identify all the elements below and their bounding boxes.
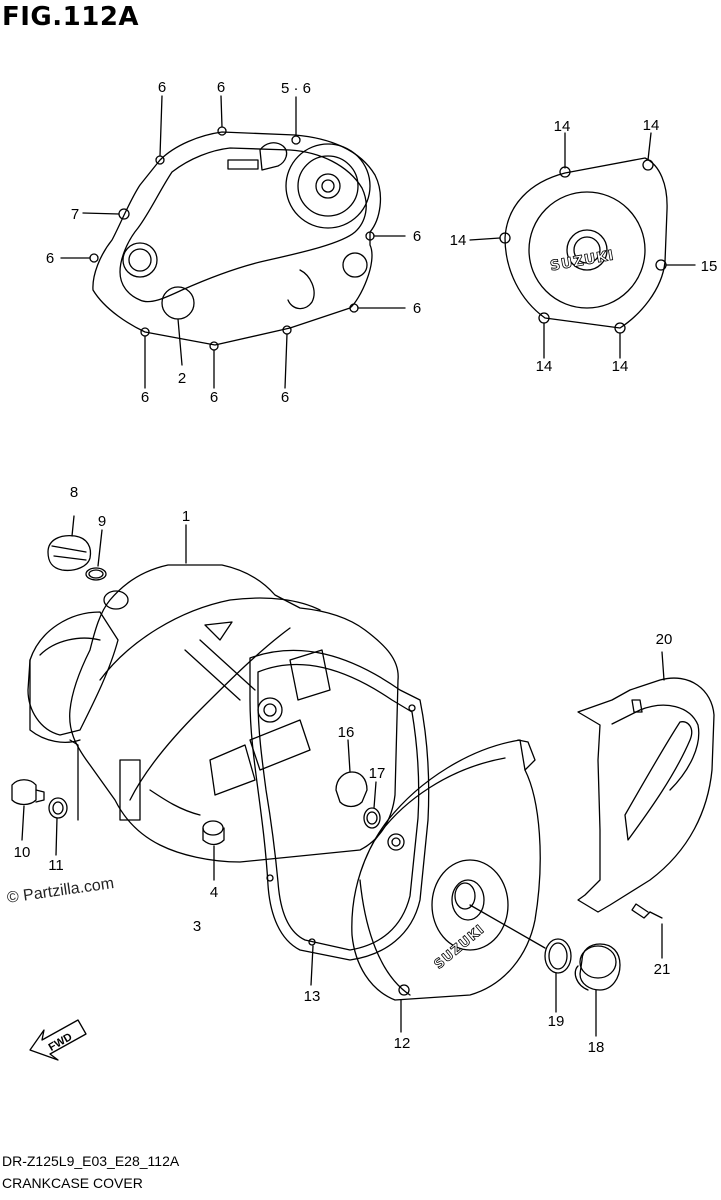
callout-10: 10 bbox=[14, 844, 31, 861]
figure-description: CRANKCASE COVER bbox=[2, 1175, 143, 1191]
suzuki-logo-mark: SUZUKI bbox=[549, 248, 616, 275]
callout-6: 6 bbox=[158, 79, 166, 96]
callout-6: 6 bbox=[281, 389, 289, 406]
callout-14: 14 bbox=[536, 358, 553, 375]
inspection-plug bbox=[544, 938, 621, 1037]
callout-9: 9 bbox=[98, 513, 106, 530]
magneto-cover-outline: SUZUKI bbox=[469, 132, 696, 359]
sprocket-cover bbox=[577, 651, 715, 959]
clutch-cover-gasket-outline bbox=[60, 95, 406, 389]
callout-6: 6 bbox=[413, 300, 421, 317]
callout-5-6: 5 · 6 bbox=[281, 80, 311, 97]
fwd-label: FWD bbox=[47, 1031, 75, 1054]
callout-16: 16 bbox=[338, 724, 355, 741]
callout-3: 3 bbox=[193, 918, 201, 935]
callout-18: 18 bbox=[588, 1039, 605, 1056]
timing-cap bbox=[335, 739, 381, 829]
callout-6: 6 bbox=[217, 79, 225, 96]
callout-14: 14 bbox=[643, 117, 660, 134]
callout-13: 13 bbox=[304, 988, 321, 1005]
figure-title: FIG.112A bbox=[2, 2, 140, 32]
figure-code: DR-Z125L9_E03_E28_112A bbox=[2, 1153, 180, 1169]
callout-6: 6 bbox=[46, 250, 54, 267]
callout-21: 21 bbox=[654, 961, 671, 978]
magneto-cover-lower: SUZUKI bbox=[351, 739, 546, 1033]
cover-gasket bbox=[249, 649, 430, 986]
crankcase-cover-main bbox=[27, 524, 399, 881]
callout-6: 6 bbox=[413, 228, 421, 245]
callout-12: 12 bbox=[394, 1035, 411, 1052]
callout-14: 14 bbox=[450, 232, 467, 249]
callout-14: 14 bbox=[554, 118, 571, 135]
callout-17: 17 bbox=[369, 765, 386, 782]
fwd-direction-arrow: FWD bbox=[29, 1019, 87, 1061]
callout-14: 14 bbox=[612, 358, 629, 375]
callout-6: 6 bbox=[210, 389, 218, 406]
oil-filler-plug bbox=[47, 515, 107, 581]
callout-6: 6 bbox=[141, 389, 149, 406]
suzuki-logo-mark-lower: SUZUKI bbox=[432, 922, 488, 973]
callout-19: 19 bbox=[548, 1013, 565, 1030]
callout-2: 2 bbox=[178, 370, 186, 387]
callout-8: 8 bbox=[70, 484, 78, 501]
callout-4: 4 bbox=[210, 884, 218, 901]
callout-15: 15 bbox=[701, 258, 718, 275]
callout-1: 1 bbox=[182, 508, 190, 525]
drain-plug bbox=[11, 739, 79, 856]
callout-7: 7 bbox=[71, 206, 79, 223]
callout-11: 11 bbox=[48, 857, 64, 874]
callout-20: 20 bbox=[656, 631, 673, 648]
